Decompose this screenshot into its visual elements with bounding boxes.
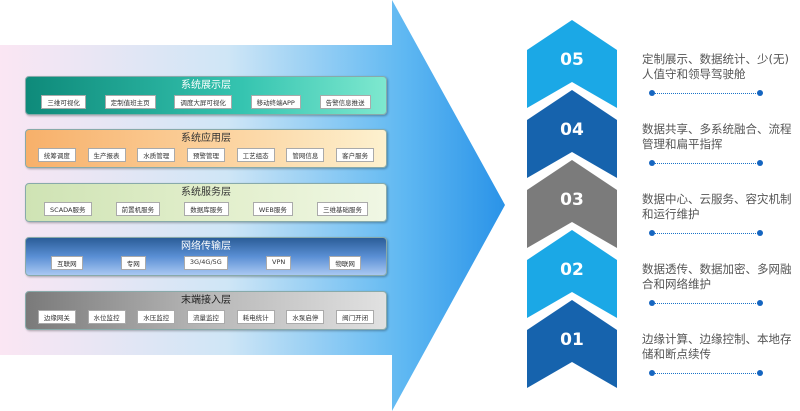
layer-item: 水压监控 [137, 310, 176, 324]
layer-item: 流量监控 [186, 310, 225, 324]
step-chevron [527, 90, 617, 178]
dotted-divider [649, 230, 763, 236]
step-description: 数据共享、多系统融合、流程管理和扁平指挥 [642, 122, 792, 151]
dotted-divider [649, 370, 763, 376]
dot-icon [649, 160, 655, 166]
layer-item: SCADA服务 [44, 202, 92, 216]
layer-title: 系统应用层 [181, 133, 231, 144]
layer-box: 系统服务层 SCADA服务 前置机服务 数据库服务 WEB服务 三维基础服务 [25, 183, 387, 222]
layer-title: 末端接入层 [181, 295, 231, 306]
layer-item: 统筹调度 [37, 148, 76, 162]
step-description: 边缘计算、边缘控制、本地存储和断点续传 [642, 332, 792, 361]
layer-item: VPN [266, 256, 292, 270]
step-description: 数据透传、数据加密、多网融合和网络维护 [642, 262, 792, 291]
layer-item: 客户服务 [336, 148, 375, 162]
layer-item: 管网信息 [286, 148, 325, 162]
step-description: 定制展示、数据统计、少(无)人值守和领导驾驶舱 [642, 52, 789, 81]
layer-title: 系统展示层 [181, 80, 231, 91]
step-number: 02 [560, 260, 584, 280]
layer-box: 系统应用层统筹调度生产报表水质管理预警管理工艺组态管网信息客户服务 [25, 129, 387, 168]
step-number: 05 [560, 50, 584, 70]
layer-item: 专网 [120, 256, 146, 270]
layer-item: 互联网 [51, 256, 83, 270]
layer-item: 预警管理 [186, 148, 225, 162]
dot-icon [649, 300, 655, 306]
layer-item: 数据库服务 [184, 202, 229, 216]
step-number: 03 [560, 190, 584, 210]
dot-icon [757, 300, 763, 306]
dot-icon [649, 370, 655, 376]
dotted-divider [649, 300, 763, 306]
layer-item: 水位监控 [87, 310, 126, 324]
layer-item: 移动终端APP [250, 95, 301, 109]
layer-item: 定制值班主页 [104, 95, 156, 109]
step-chevron [527, 160, 617, 248]
step-description: 数据中心、云服务、容灾机制和运行维护 [642, 192, 792, 221]
layer-box: 网络传输层互联网 专网 3G/4G/5G VPN 物联网 [25, 237, 387, 276]
layer-item: 生产报表 [87, 148, 126, 162]
layer-item: 告警信息推送 [319, 95, 371, 109]
dot-icon [649, 90, 655, 96]
layer-item: WEB服务 [252, 202, 293, 216]
layer-item: 3G/4G/5G [183, 256, 228, 270]
layer-item: 工艺组态 [236, 148, 275, 162]
layer-item: 水质管理 [137, 148, 176, 162]
step-chevron [527, 20, 617, 108]
dot-icon [757, 160, 763, 166]
layer-item: 阀门开闭 [336, 310, 375, 324]
dot-icon [757, 90, 763, 96]
layer-item: 边缘网关 [37, 310, 76, 324]
layer-item: 前置机服务 [115, 202, 161, 216]
dotted-divider [649, 160, 763, 166]
layer-title: 网络传输层 [181, 241, 231, 252]
dot-icon [757, 370, 763, 376]
step-number: 01 [560, 330, 584, 350]
layer-box: 末端接入层边缘网关水位监控水压监控流量监控耗电统计水泵启停阀门开闭 [25, 291, 387, 330]
dot-icon [757, 230, 763, 236]
dotted-divider [649, 90, 763, 96]
step-chevron [527, 230, 617, 318]
layer-item: 耗电统计 [236, 310, 275, 324]
layer-item: 水泵启停 [286, 310, 325, 324]
layer-box: 系统展示层三维可视化 定制值班主页 调度大屏可视化 移动终端APP 告警信息推送 [25, 76, 387, 115]
layer-item: 三维基础服务 [316, 202, 368, 216]
step-number: 04 [560, 120, 584, 140]
layer-item: 调度大屏可视化 [174, 95, 232, 109]
layer-item: 物联网 [329, 256, 361, 270]
layer-title: 系统服务层 [181, 187, 231, 198]
dot-icon [649, 230, 655, 236]
step-chevron [527, 300, 617, 388]
layer-item: 三维可视化 [41, 95, 86, 109]
